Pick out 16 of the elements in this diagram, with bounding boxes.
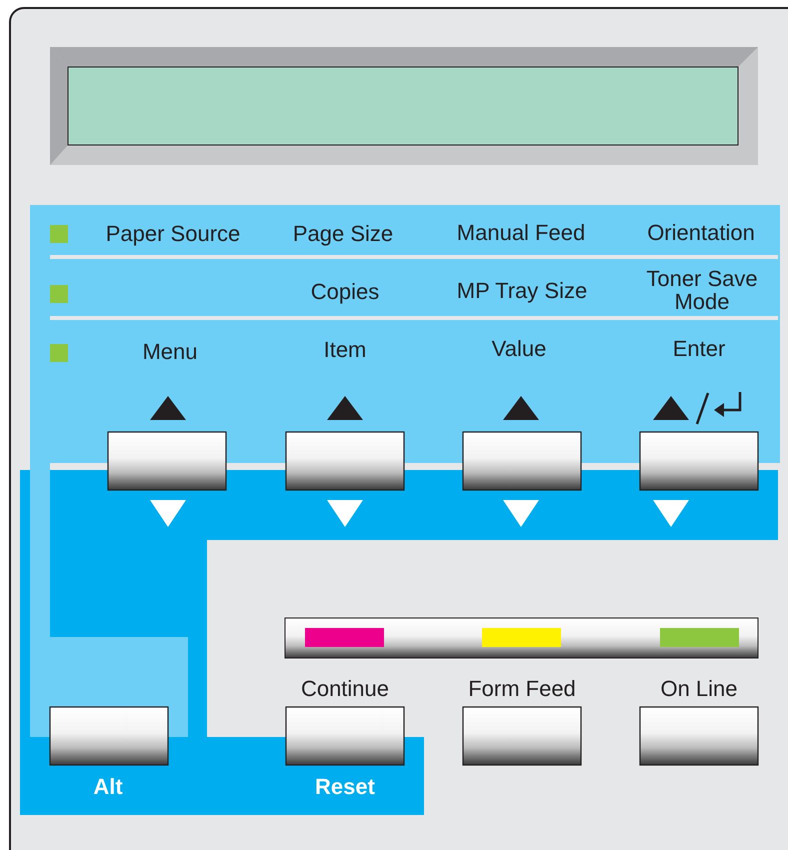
menu-label: Form Feed xyxy=(467,677,577,701)
menu-label: Item xyxy=(322,338,368,362)
menu-label: Value xyxy=(490,337,548,361)
menu-label: Toner Save Mode xyxy=(645,267,759,313)
menu-label: Paper Source xyxy=(104,222,242,246)
menu-label: Orientation xyxy=(646,221,756,245)
menu-label: On Line xyxy=(659,677,739,701)
menu-label: Copies xyxy=(310,280,380,304)
menu-label: Menu xyxy=(141,340,199,364)
menu-label: Continue xyxy=(300,677,390,701)
menu-label: Enter xyxy=(672,337,726,361)
menu-label: MP Tray Size xyxy=(456,279,588,303)
key-label: Alt xyxy=(92,775,124,799)
menu-label: Manual Feed xyxy=(456,221,586,245)
menu-label: Page Size xyxy=(292,222,394,246)
key-label: Reset xyxy=(314,775,376,799)
